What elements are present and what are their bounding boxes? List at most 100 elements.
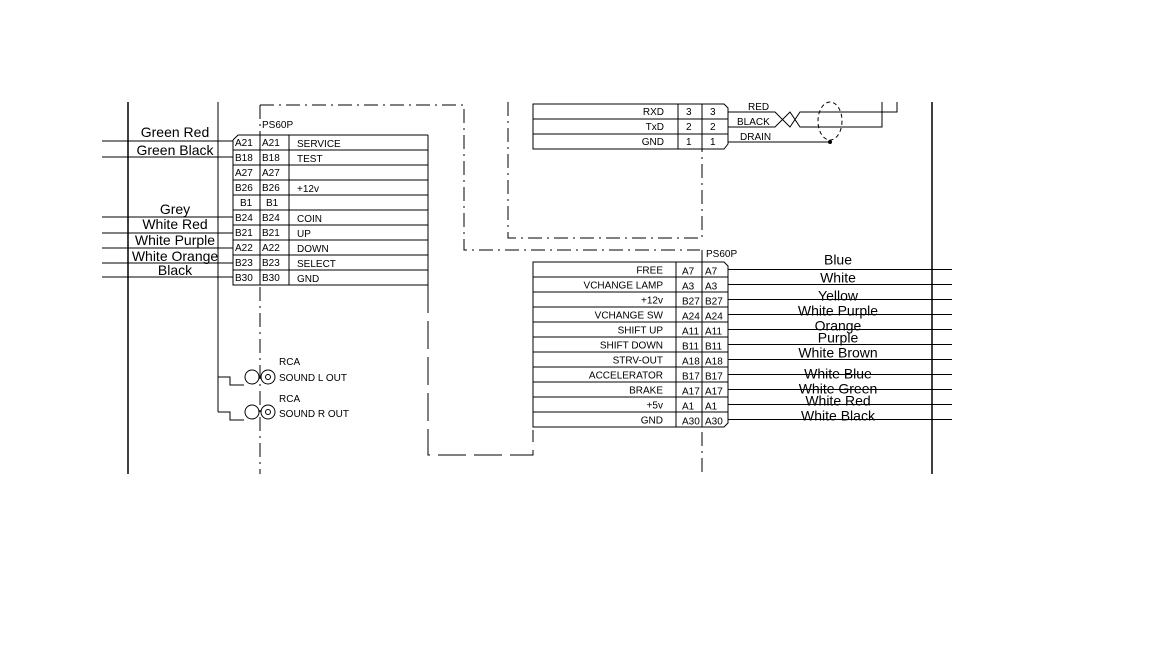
right-row-signal: SHIFT DOWN: [600, 341, 663, 352]
left-row-signal: GND: [297, 274, 319, 285]
right-row-signal: SHIFT UP: [618, 326, 664, 337]
right-row-pin-a: A17: [682, 387, 700, 398]
rca-type-label: RCA: [279, 357, 300, 368]
right-wire-label: Orange: [815, 318, 862, 334]
rca-connector-left: RCA SOUND L OUT: [218, 357, 347, 386]
right-row-pin-a: A7: [682, 267, 695, 278]
right-wire-label: White Blue: [804, 366, 872, 382]
right-wire-label: White: [820, 270, 856, 286]
right-wire-label: White Brown: [798, 345, 877, 361]
serial-signal: GND: [642, 137, 664, 148]
left-row: B1 B1: [233, 198, 428, 211]
right-row-signal: VCHANGE SW: [595, 311, 664, 322]
left-row-pin-b: B1: [266, 198, 279, 209]
rca-jack-icon: [244, 404, 260, 420]
left-row-pin-b: B24: [262, 213, 280, 224]
left-row: A27 A27: [233, 168, 428, 181]
left-row-pin-a: B23: [235, 258, 253, 269]
serial-connector-outline: [532, 103, 729, 150]
right-row-pin-a: B17: [682, 372, 700, 383]
right-row-pin-b: A11: [705, 327, 722, 338]
right-row-pin-a: A18: [682, 357, 700, 368]
right-row-signal: +5v: [647, 401, 663, 412]
left-row-pin-b: A21: [262, 138, 280, 149]
rca-connector-right: RCA SOUND R OUT: [218, 394, 349, 421]
right-connector-title: PS60P: [706, 249, 737, 260]
serial-wire-label: RED: [748, 102, 769, 113]
rca-jack-icon: [260, 369, 276, 385]
left-row: A22 A22 DOWN: [233, 243, 428, 256]
right-wire-label: Blue: [824, 252, 852, 268]
left-row: B18 B18 TEST: [233, 153, 428, 166]
right-row-pin-a: B11: [682, 342, 699, 353]
left-row-signal: DOWN: [297, 244, 329, 255]
right-connector-outline: [532, 261, 729, 428]
right-connector: PS60P: [532, 249, 737, 428]
left-row: A21 A21 SERVICE: [233, 138, 428, 151]
left-row-pin-b: B18: [262, 153, 280, 164]
right-row-pin-b: A17: [705, 387, 723, 398]
wire-label: Grey: [160, 201, 190, 217]
right-wire-label: White Red: [805, 393, 870, 409]
right-row-signal: GND: [641, 416, 663, 427]
left-row-signal: SELECT: [297, 259, 336, 270]
left-row: B23 B23 SELECT: [233, 258, 428, 271]
left-row-signal: UP: [297, 229, 311, 240]
serial-dashdot-boundary: [507, 102, 703, 239]
left-row-pin-b: B26: [262, 183, 280, 194]
serial-signal: RXD: [643, 107, 664, 118]
right-row-signal: +12v: [641, 296, 663, 307]
wire-label: Black: [158, 262, 193, 278]
serial-pin-b: 1: [710, 137, 716, 148]
right-row-pin-b: A7: [705, 267, 718, 278]
serial-signal: TxD: [646, 122, 664, 133]
right-row-pin-b: B27: [705, 297, 723, 308]
right-wire-label: White Green: [799, 381, 878, 397]
right-row-pin-b: A18: [705, 357, 723, 368]
wire-label: Green Red: [141, 124, 209, 140]
right-wire-label: Purple: [818, 330, 859, 346]
right-row-pin-b: A3: [705, 282, 718, 293]
rca-signal-label: SOUND R OUT: [279, 409, 349, 420]
serial-pin-a: 1: [686, 137, 692, 148]
left-row-pin-b: A27: [262, 168, 280, 179]
right-wire-label: White Black: [801, 408, 876, 424]
left-row: B24 B24 COIN: [233, 213, 428, 226]
right-wire-label: White Purple: [798, 303, 878, 319]
wire-label: White Purple: [135, 232, 215, 248]
left-row-pin-a: B1: [240, 198, 253, 209]
serial-pin-b: 2: [710, 122, 716, 133]
left-row-signal: +12v: [297, 184, 319, 195]
dashed-link: [427, 285, 534, 456]
right-row-pin-b: B11: [705, 342, 722, 353]
right-row-pin-a: A3: [682, 282, 695, 293]
serial-shielded-cable: RED BLACK DRAIN: [728, 101, 898, 144]
right-row: SHIFT DOWN B11 B11 Purple: [533, 330, 952, 353]
right-row-pin-b: A30: [705, 417, 723, 428]
left-row-pin-a: A27: [235, 168, 253, 179]
serial-pin-a: 3: [686, 107, 692, 118]
left-connector: PS60P A21 A21 SERVICE B18 B18 TEST A27 A…: [232, 120, 429, 286]
right-row-pin-b: B17: [705, 372, 723, 383]
right-wire-label: Yellow: [818, 288, 859, 304]
left-row-pin-b: B23: [262, 258, 280, 269]
left-row-pin-a: B18: [235, 153, 253, 164]
left-row-pin-b: B21: [262, 228, 280, 239]
left-row: B30 B30 GND: [235, 273, 319, 285]
left-connector-title: PS60P: [262, 120, 293, 131]
serial-wire-label: BLACK: [737, 117, 770, 128]
left-row: B21 B21 UP: [233, 228, 428, 241]
left-row-pin-b: B30: [262, 273, 280, 284]
left-wires: Green Red Green Black Grey White Red Whi…: [102, 124, 233, 278]
left-row-pin-a: A21: [235, 138, 253, 149]
upper-dashdot-boundary: [260, 104, 700, 251]
rca-type-label: RCA: [279, 394, 300, 405]
